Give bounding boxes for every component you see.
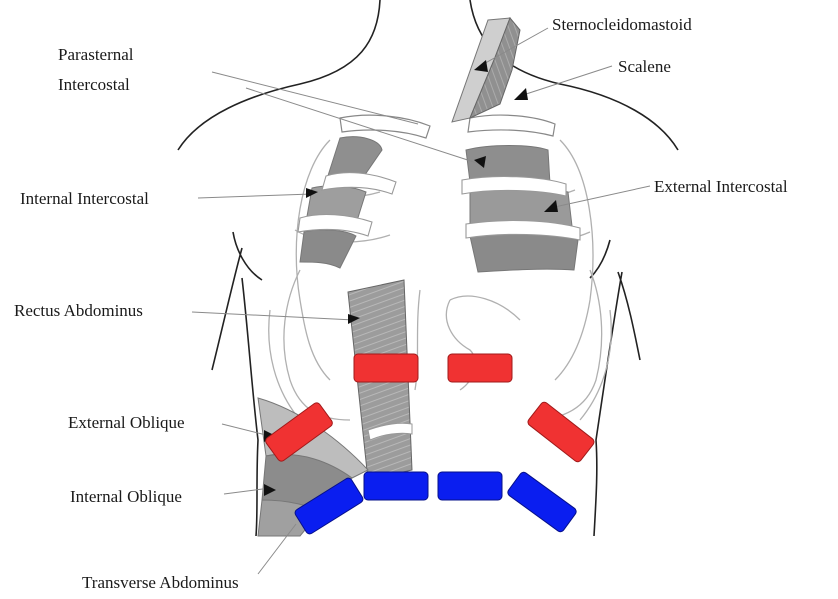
label-transverse-abdominus: Transverse Abdominus [82,572,239,593]
sensor-upper-right [448,354,512,382]
label-scalene: Scalene [618,56,671,77]
sensor-lower-mid-right [438,472,502,500]
arrowhead-scalene [514,88,528,100]
label-parasternal-line2: Intercostal [58,74,130,95]
label-external-oblique: External Oblique [68,412,185,433]
sensor-right-flank-blue [506,471,577,534]
label-rectus-abdominus: Rectus Abdominus [14,300,143,321]
internal-intercostal-muscles [300,137,382,268]
sensor-upper-left [354,354,418,382]
label-external-intercostal: External Intercostal [654,176,788,197]
left-arm-outline [212,248,242,370]
body-outline [178,0,678,536]
label-internal-intercostal: Internal Intercostal [20,188,149,209]
label-internal-oblique: Internal Oblique [70,486,182,507]
label-parasternal-line1: Parasternal [58,44,134,65]
left-side-outline [242,278,258,536]
right-arm-outline [618,272,640,360]
label-sternocleidomastoid: Sternocleidomastoid [552,14,692,35]
left-armpit [233,232,262,280]
sensor-right-flank-red [526,401,595,464]
clavicles [340,115,555,138]
right-side-outline [594,272,622,536]
sensor-lower-mid-left [364,472,428,500]
